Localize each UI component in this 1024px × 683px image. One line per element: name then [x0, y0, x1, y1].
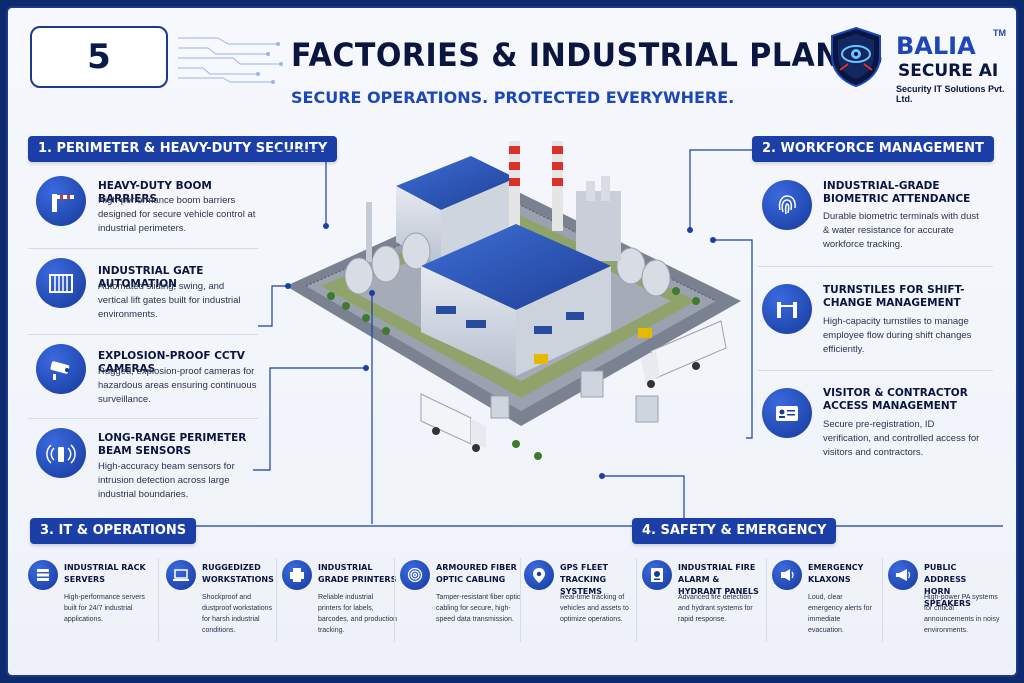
item-desc: High-power PA systems for critical annou…: [924, 594, 1000, 634]
item-desc: High-accuracy beam sensors for intrusion…: [98, 461, 235, 500]
divider: [636, 558, 637, 642]
item-desc: High-capacity turnstiles to manage emplo…: [823, 316, 972, 355]
laptop-icon: [166, 560, 196, 590]
item-desc: Shockproof and dustproof workstations fo…: [202, 594, 273, 634]
bottom-item: EMERGENCY KLAXONS Loud, clear emergency …: [772, 556, 880, 648]
section-1-title: 1. PERIMETER & HEAVY-DUTY SECURITY: [28, 136, 338, 162]
bottom-item: PUBLIC ADDRESS HORN SPEAKERS High-power …: [888, 556, 1003, 648]
infographic-frame: 5 FACTORIES & INDUSTRIAL PLANTS SECURE O…: [6, 6, 1018, 677]
printer-icon: [282, 560, 312, 590]
item-desc: Rugged, explosion-proof cameras for haza…: [98, 366, 257, 405]
cable-icon: [400, 560, 430, 590]
divider: [394, 558, 395, 642]
boom-barrier-icon: [36, 176, 86, 226]
item-desc: Tamper-resistant fiber optic cabling for…: [436, 594, 521, 623]
divider: [28, 248, 258, 249]
item-desc: Durable biometric terminals with dust & …: [823, 211, 979, 250]
brand-subname: SECURE AI: [898, 61, 999, 81]
cctv-camera-icon: [36, 344, 86, 394]
page-number: 5: [30, 26, 168, 88]
item-title: INDUSTRIAL GATE AUTOMATION: [98, 265, 204, 290]
item-title: INDUSTRIAL GRADE PRINTERS: [318, 563, 397, 584]
section-2-title: 2. WORKFORCE MANAGEMENT: [752, 136, 994, 162]
item-desc: Automated sliding, swing, and vertical l…: [98, 281, 241, 320]
brand-name: BALIA: [896, 32, 976, 60]
bottom-item: INDUSTRIAL GRADE PRINTERS Reliable indus…: [282, 556, 397, 648]
item-desc: Real-time tracking of vehicles and asset…: [560, 594, 629, 623]
page-title: FACTORIES & INDUSTRIAL PLANTS: [291, 36, 884, 74]
divider: [28, 418, 258, 419]
item-desc: Reliable industrial printers for labels,…: [318, 594, 397, 634]
klaxon-icon: [772, 560, 802, 590]
item-desc: High-performance servers built for 24/7 …: [64, 594, 145, 623]
bottom-item: GPS FLEET TRACKING SYSTEMS Real-time tra…: [524, 556, 636, 648]
divider: [28, 334, 258, 335]
item-desc: High-performance boom barriers designed …: [98, 195, 256, 234]
turnstile-icon: [762, 284, 812, 334]
item-title: PUBLIC ADDRESS HORN SPEAKERS: [924, 563, 971, 608]
item-title: INDUSTRIAL RACK SERVERS: [64, 563, 146, 584]
item-desc: Loud, clear emergency alerts for immedia…: [808, 594, 872, 634]
id-card-icon: [762, 388, 812, 438]
section-3-title: 3. IT & OPERATIONS: [30, 518, 197, 544]
gate-icon: [36, 258, 86, 308]
divider: [758, 266, 993, 267]
fingerprint-icon: [762, 180, 812, 230]
item-title: INDUSTRIAL FIRE ALARM & HYDRANT PANELS: [678, 563, 759, 596]
horn-speaker-icon: [888, 560, 918, 590]
divider: [766, 558, 767, 642]
divider: [276, 558, 277, 642]
factory-illustration: [286, 141, 741, 460]
brand-tagline: Security IT Solutions Pvt. Ltd.: [896, 84, 1005, 104]
item-title: HEAVY-DUTY BOOM BARRIERS: [98, 180, 212, 205]
item-title: GPS FLEET TRACKING SYSTEMS: [560, 563, 608, 596]
item-title: INDUSTRIAL-GRADE BIOMETRIC ATTENDANCE: [823, 180, 971, 205]
bottom-item: INDUSTRIAL RACK SERVERS High-performance…: [28, 556, 153, 648]
page-subtitle: SECURE OPERATIONS. PROTECTED EVERYWHERE.: [291, 88, 735, 107]
divider: [520, 558, 521, 642]
circuit-decoration: [178, 37, 283, 84]
item-title: RUGGEDIZED WORKSTATIONS: [202, 563, 274, 584]
item-title: ARMOURED FIBER OPTIC CABLING: [436, 563, 517, 584]
item-title: EMERGENCY KLAXONS: [808, 563, 864, 584]
connector-lines: [150, 149, 1003, 527]
fire-panel-icon: [642, 560, 672, 590]
item-desc: Secure pre-registration, ID verification…: [823, 419, 980, 458]
divider: [758, 370, 993, 371]
bottom-item: INDUSTRIAL FIRE ALARM & HYDRANT PANELS A…: [642, 556, 762, 648]
brand-trademark: TM: [993, 28, 1006, 38]
gps-pin-icon: [524, 560, 554, 590]
item-title: LONG-RANGE PERIMETER BEAM SENSORS: [98, 432, 247, 457]
divider: [882, 558, 883, 642]
bottom-item: ARMOURED FIBER OPTIC CABLING Tamper-resi…: [400, 556, 520, 648]
item-desc: Advanced fire detection and hydrant syst…: [678, 594, 753, 623]
item-title: EXPLOSION-PROOF CCTV CAMERAS: [98, 350, 245, 375]
bottom-item: RUGGEDIZED WORKSTATIONS Shockproof and d…: [166, 556, 276, 648]
beam-sensor-icon: [36, 428, 86, 478]
item-title: TURNSTILES FOR SHIFT-CHANGE MANAGEMENT: [823, 284, 965, 309]
server-icon: [28, 560, 58, 590]
section-4-title: 4. SAFETY & EMERGENCY: [632, 518, 837, 544]
item-title: VISITOR & CONTRACTOR ACCESS MANAGEMENT: [823, 387, 968, 412]
shield-eye-logo-icon: [831, 26, 881, 88]
divider: [158, 558, 159, 642]
